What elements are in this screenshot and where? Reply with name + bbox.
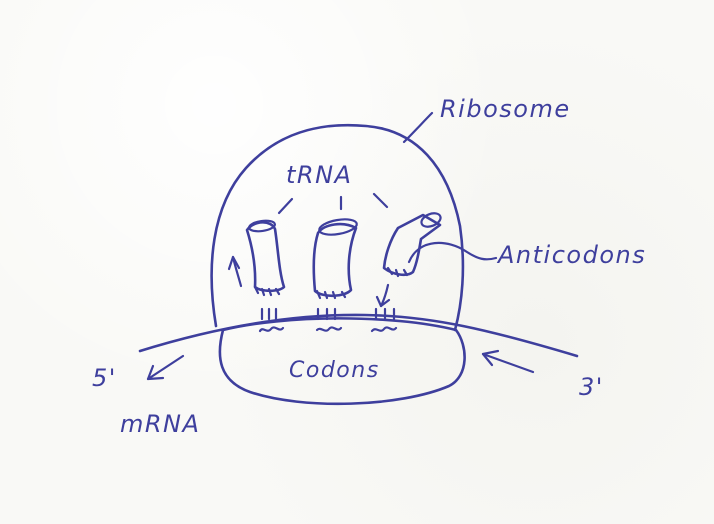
codons-label: Codons bbox=[289, 358, 380, 383]
mrna-strand bbox=[140, 315, 577, 356]
anticodons-leader-line bbox=[409, 243, 496, 262]
five-prime-label: 5' bbox=[92, 364, 117, 392]
codon-marks bbox=[260, 327, 396, 331]
anticodons-label: Anticodons bbox=[496, 241, 646, 269]
trna-molecule-middle bbox=[314, 217, 358, 298]
trna-molecule-left bbox=[247, 219, 284, 295]
trna-label: tRNA bbox=[286, 161, 352, 189]
mrna-label: mRNA bbox=[120, 410, 200, 438]
trna-connector-right bbox=[374, 194, 387, 207]
ribosome-leader-line bbox=[404, 113, 432, 142]
three-prime-label: 3' bbox=[579, 373, 604, 401]
trna-connector-left bbox=[279, 199, 292, 213]
ribosome-label: Ribosome bbox=[440, 95, 571, 123]
